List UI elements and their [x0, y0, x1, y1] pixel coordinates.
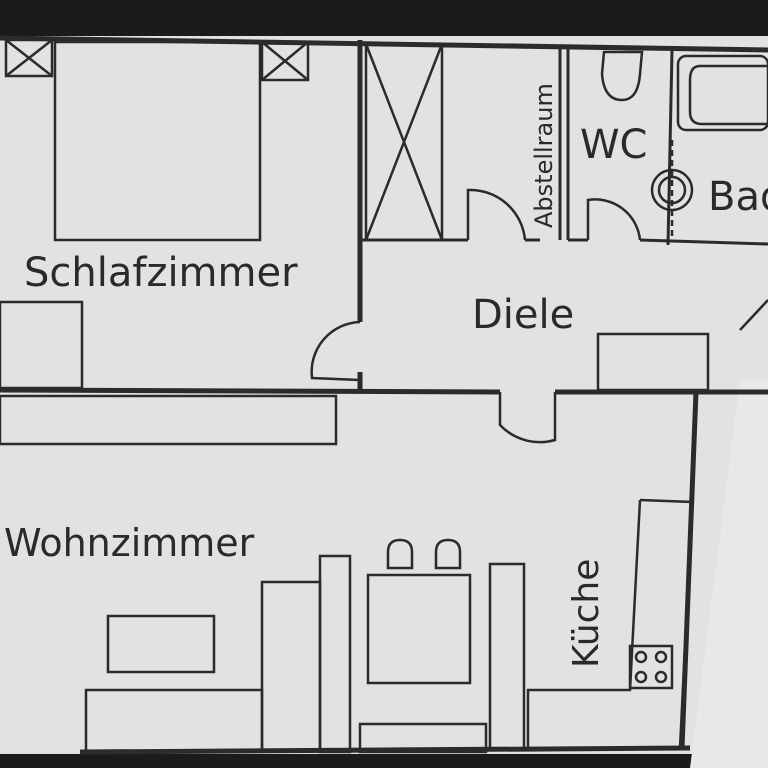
sideboard — [0, 394, 338, 446]
label-wc: WC — [580, 122, 647, 168]
toilet — [600, 50, 644, 102]
label-abstellraum: Abstellraum — [530, 83, 558, 228]
shelf-right — [488, 562, 526, 752]
chair-left — [386, 538, 414, 570]
wall-wc-bottom — [568, 238, 768, 246]
kitchen-counter — [526, 498, 694, 750]
wardrobe — [364, 42, 444, 242]
nightstand-left — [4, 38, 54, 78]
label-schlafzimmer: Schlafzimmer — [24, 250, 298, 296]
dresser — [0, 300, 84, 390]
bathtub — [676, 54, 768, 132]
label-diele: Diele — [472, 292, 574, 338]
door-schlafzimmer — [310, 320, 361, 382]
nightstand-right — [260, 40, 310, 82]
hall-right-wall — [739, 299, 768, 331]
screen-edge-right — [690, 380, 768, 768]
label-kueche: Küche — [566, 559, 607, 668]
door-wc — [586, 198, 642, 241]
hall-cabinet — [596, 332, 710, 392]
wall-abstell-wc — [558, 48, 570, 240]
wall-bottom — [79, 745, 691, 755]
shelf-narrow — [318, 554, 352, 754]
label-bad: Bad — [708, 174, 768, 220]
door-abstellraum — [466, 188, 527, 241]
label-wohnzimmer: Wohnzimmer — [4, 521, 255, 565]
chair-right — [434, 538, 462, 570]
dining-table — [366, 573, 472, 685]
bathtub-inner — [688, 64, 768, 126]
stove — [628, 644, 674, 690]
bench — [358, 722, 488, 754]
bed — [53, 40, 262, 242]
washbasin — [650, 140, 694, 240]
coffee-table — [106, 614, 216, 674]
wall-wc-bad — [666, 49, 674, 246]
wall-middle-horizontal — [0, 387, 768, 395]
door-wohnzimmer — [498, 392, 557, 444]
